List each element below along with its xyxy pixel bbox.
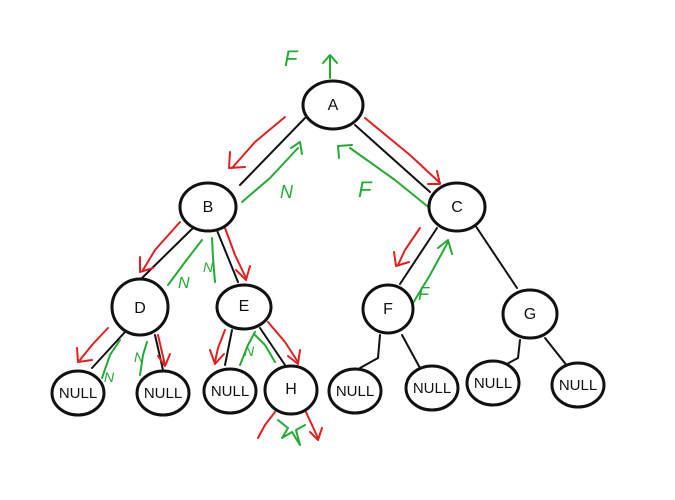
arrow-down-d-null2-head	[157, 353, 171, 367]
arrow-down-d-null1-head	[76, 347, 93, 363]
label-c: C	[451, 199, 463, 216]
arrow-up-b-a-head	[290, 141, 303, 155]
edge-g-null2	[544, 337, 569, 368]
arrow-up-null-d-2	[139, 341, 148, 376]
label-null-g-right: NULL	[559, 377, 597, 394]
node-h	[263, 364, 319, 416]
arrow-down-c-f	[397, 227, 421, 266]
edge-b-d	[139, 227, 194, 281]
label-b: B	[203, 199, 214, 216]
arrow-down-d-null1	[79, 327, 109, 361]
label-null-g-left: NULL	[474, 375, 512, 392]
arrow-down-h-left	[257, 411, 276, 439]
label-h: H	[285, 381, 297, 398]
edge-b-e	[215, 227, 239, 283]
annotation-b-e-edge: N	[203, 259, 214, 275]
arrow-down-h-right-head	[309, 427, 323, 441]
edge-d-null2	[154, 334, 164, 371]
arrow-up-null-e	[239, 331, 256, 366]
annotation-letters: F N F N N F N N N	[104, 46, 430, 385]
arrow-down-a-b-head	[228, 151, 246, 169]
annotation-b-d-edge: N	[178, 275, 190, 292]
label-null-f-right: NULL	[413, 380, 451, 397]
arrow-up-c-a	[349, 147, 433, 211]
arrow-up-e-b	[211, 237, 216, 283]
arrow-down-e-h-head	[287, 349, 301, 365]
tree-edges	[91, 117, 569, 371]
node-f	[361, 283, 415, 335]
label-null-d-left: NULL	[59, 385, 97, 402]
arrow-down-h-right	[304, 409, 319, 439]
traversal-arrows-down	[76, 116, 441, 441]
node-c	[427, 181, 487, 233]
node-null-e	[202, 367, 258, 415]
arrow-down-e-null	[214, 329, 226, 363]
arrow-down-b-d	[142, 221, 181, 271]
node-e	[215, 283, 273, 331]
edge-c-g	[474, 224, 518, 289]
arrow-down-d-null2	[157, 334, 166, 366]
edge-e-h	[259, 327, 286, 366]
node-b	[178, 181, 238, 233]
arrow-up-h-scribble	[277, 419, 306, 446]
arrow-up-c-a-head	[337, 144, 353, 159]
label-a: A	[328, 97, 339, 114]
arrow-up-b-a	[241, 147, 299, 203]
arrow-up-f-c-head	[437, 239, 453, 255]
annotation-c-f-edge: F	[418, 284, 430, 304]
annotation-d-null-a: N	[104, 369, 115, 385]
edge-d-null1	[91, 331, 126, 369]
arrow-up-f-c	[409, 241, 449, 309]
arrow-down-b-e-head	[235, 265, 251, 281]
node-null-d-right	[135, 369, 191, 417]
annotation-a-b-edge: N	[280, 182, 294, 202]
node-null-g-right	[550, 361, 606, 409]
node-labels: A B C D E F G H NULL NULL NULL NULL NULL…	[59, 97, 597, 402]
arrow-down-b-e	[224, 227, 247, 279]
arrow-down-e-h	[267, 321, 299, 363]
arrow-up-d-b	[167, 239, 203, 286]
label-g: G	[524, 306, 536, 323]
arrow-up-root-head	[322, 54, 338, 64]
arrow-up-h-e	[254, 334, 276, 363]
annotation-top-left: F	[284, 46, 299, 71]
node-null-f-left	[327, 367, 383, 415]
label-e: E	[239, 298, 250, 315]
traversal-arrows-up	[101, 54, 453, 446]
annotation-a-c-edge: F	[358, 177, 373, 202]
edge-f-null2	[401, 334, 421, 369]
node-g	[501, 288, 559, 340]
label-null-f-left: NULL	[336, 383, 374, 400]
node-null-f-right	[404, 364, 460, 412]
annotation-e-null-edge: N	[244, 343, 255, 359]
arrow-down-e-null-head	[209, 349, 225, 365]
arrow-up-null-d-1	[101, 339, 121, 379]
label-null-e: NULL	[211, 383, 249, 400]
annotation-d-null-b: N	[134, 349, 145, 365]
edge-a-b	[239, 117, 306, 186]
edge-e-null	[224, 329, 233, 366]
edge-g-null1	[504, 339, 521, 366]
arrow-down-c-f-head	[393, 251, 410, 267]
node-null-d-left	[50, 369, 106, 417]
arrow-down-a-c	[364, 117, 441, 184]
label-f: F	[383, 301, 393, 318]
arrow-down-a-c-head	[427, 170, 441, 185]
edge-a-c	[354, 124, 431, 193]
tree-nodes	[50, 79, 606, 417]
label-null-d-right: NULL	[144, 385, 182, 402]
edge-c-f	[399, 227, 438, 285]
arrow-down-a-b	[231, 116, 286, 169]
node-a	[301, 79, 365, 131]
node-null-g-left	[465, 359, 521, 407]
arrow-down-b-d-head	[139, 256, 154, 273]
label-d: D	[134, 300, 146, 317]
node-d	[110, 277, 170, 337]
edge-f-null	[359, 334, 381, 369]
